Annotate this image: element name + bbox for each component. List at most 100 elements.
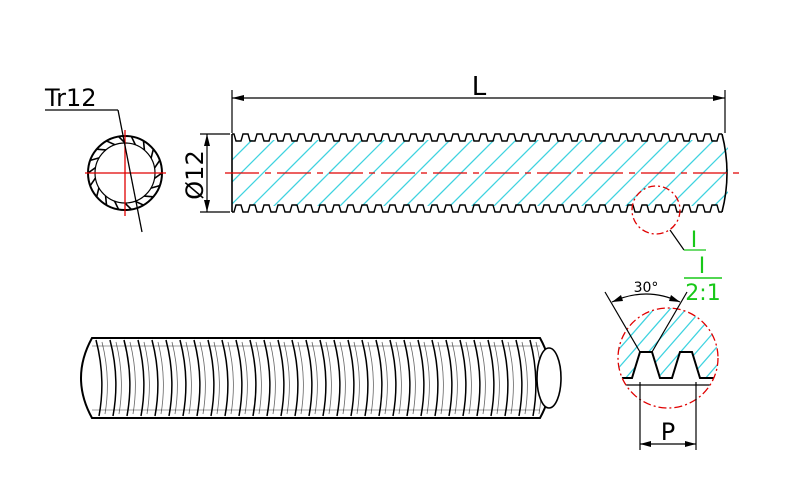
detail-hatch-line [687,308,718,381]
detail-hatch-line [618,308,679,381]
hatch-line [232,140,253,161]
detail-hatch-line [703,308,718,381]
rod-thread-flank [241,341,248,415]
rod-thread-flank [451,341,458,415]
rod-thread-flank [269,341,276,415]
rod-thread-crest [473,339,481,417]
rod-thread-crest [459,339,467,417]
rod-thread-flank [227,341,234,415]
rod-thread-flank [423,341,430,415]
detail-hatch-line [720,300,790,380]
rod-thread-flank [395,341,402,415]
diameter-arrow-top [204,134,210,146]
end-view-tooth [124,202,132,211]
end-view-tooth [154,172,163,180]
rod-thread-crest [445,339,453,417]
detail-title-label: I [699,254,706,279]
rod-thread-flank [521,341,528,415]
rod-thread-crest [389,339,397,417]
detail-hatch-line [618,308,663,381]
end-view-tooth [150,149,155,159]
rod-thread-flank [507,341,514,415]
rod-3d-end-face [536,347,562,409]
thread-spec-leader-pointer [117,109,143,233]
hatch-line [449,140,517,206]
detail-scale-label: 2:1 [685,281,720,306]
rod-thread-crest [221,339,229,417]
end-view-tooth [113,200,120,210]
rod-thread-crest [137,339,145,417]
rod-thread-crest [235,339,243,417]
rod-thread-flank [479,341,486,415]
rod-thread-flank [185,341,192,415]
rod-thread-flank [101,341,108,415]
rod-thread-flank [115,341,122,415]
end-view-tooth [96,148,106,151]
detail-hatch-line [752,300,800,380]
angle-ext-right [651,291,688,353]
thread-angle-label: 30° [634,280,659,296]
rod-thread-flank [255,341,262,415]
rod-thread-flank [171,341,178,415]
rod-thread-flank [311,341,318,415]
rod-thread-crest [123,339,131,417]
rod-thread-crest [305,339,313,417]
side-view: L Ø12 I [181,72,800,253]
rod-thread-crest [375,339,383,417]
rod-thread-crest [319,339,327,417]
thread-spec-label: Tr12 [44,84,97,112]
detail-reference-circle [631,185,681,235]
end-view-tooth [144,195,154,198]
rod-thread-crest [333,339,341,417]
rod-thread-crest [417,339,425,417]
rod-thread-flank [297,341,304,415]
detail-view: 30° P [604,280,800,450]
hatch-line [603,140,671,206]
detail-reference-label: I [691,228,698,253]
rod-thread-flank [367,341,374,415]
angle-arrow-left [612,295,623,302]
pitch-arrow-left [640,441,651,447]
end-view-tooth [95,187,100,197]
length-arrow-left [232,95,244,101]
rod-thread-crest [263,339,271,417]
rod-thread-crest [277,339,285,417]
hatch-line [730,134,800,212]
rod-thread-flank [409,341,416,415]
rod-thread-crest [249,339,257,417]
end-view-tooth [106,140,116,146]
rod-thread-crest [487,339,495,417]
rod-thread-flank [437,341,444,415]
rod-thread-flank [493,341,500,415]
hatch-line [232,140,297,205]
rod-thread-flank [353,341,360,415]
rod-thread-crest [403,339,411,417]
end-view: Tr12 [44,84,166,233]
angle-arrow-right [669,295,680,302]
hatch-line [383,140,451,206]
rod-thread-crest [179,339,187,417]
rod-thread-flank [339,341,346,415]
rod-thread-flank [199,341,206,415]
rod-thread-flank [157,341,164,415]
detail-boundary-circle [617,307,719,409]
rod-thread-crest [109,339,117,417]
rod-thread-flank [325,341,332,415]
detail-reference-leader [669,229,685,251]
pitch-label: P [661,418,675,446]
end-view-tooth [142,140,146,151]
hatch-line [713,191,728,206]
length-label: L [472,72,487,102]
side-view-thread-profile [232,133,722,213]
rod-thread-crest [515,339,523,417]
side-view-top-thread [232,133,722,142]
end-view-tooth [90,157,100,162]
diameter-label: Ø12 [181,150,209,199]
rod-thread-flank [129,341,136,415]
end-view-tooth [130,136,137,146]
rod-thread-flank [465,341,472,415]
end-view-tooth [104,195,108,206]
rod-thread-crest [361,339,369,417]
